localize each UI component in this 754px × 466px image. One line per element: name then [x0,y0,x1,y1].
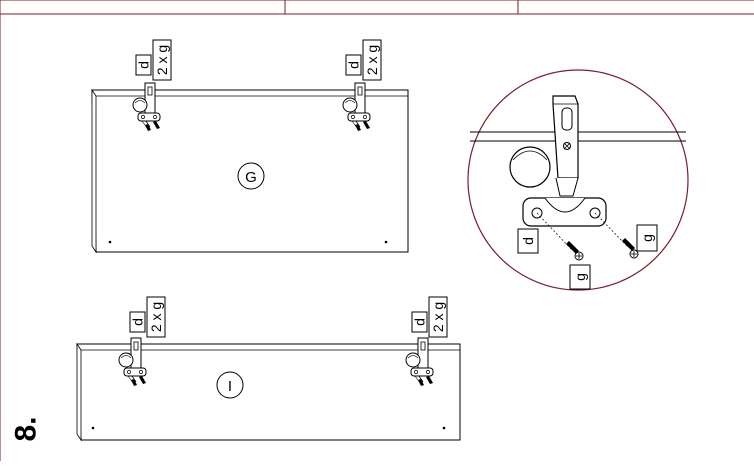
label-group-bottom-right: d 2 x g [411,296,448,338]
label-group-top-right: d 2 x g [345,39,382,81]
part-letter-badge [237,162,265,190]
hinge-part-label: d [130,318,146,326]
screw-qty-label: 2 x g [364,45,380,75]
detail-screw-label-right: g [639,234,655,242]
step-number: 8. [10,416,43,441]
detail-screw-label-right-box: g [636,224,658,252]
panel-i-letter: I [228,378,232,395]
part-letter-badge [216,371,244,399]
hinge-part-label: d [346,61,362,69]
detail-screw-label-bottom: g [572,273,588,281]
panel-g-letter: G [245,169,257,186]
screw-qty-label: 2 x g [430,302,446,332]
detail-screw-label-bottom-box: g [569,264,591,290]
detail-hinge-label: d [520,237,536,245]
label-group-bottom-left: d 2 x g [129,296,166,338]
hinge-part-label: d [136,61,152,69]
label-group-top-left: d 2 x g [135,39,172,81]
detail-view: d g g [467,69,689,291]
screw-qty-label: 2 x g [154,45,170,75]
panel-i: I [76,342,461,442]
hinge-part-label: d [412,318,428,326]
detail-hinge-label-box: d [517,228,539,254]
panel-g: G [91,88,409,254]
screw-qty-label: 2 x g [148,302,164,332]
